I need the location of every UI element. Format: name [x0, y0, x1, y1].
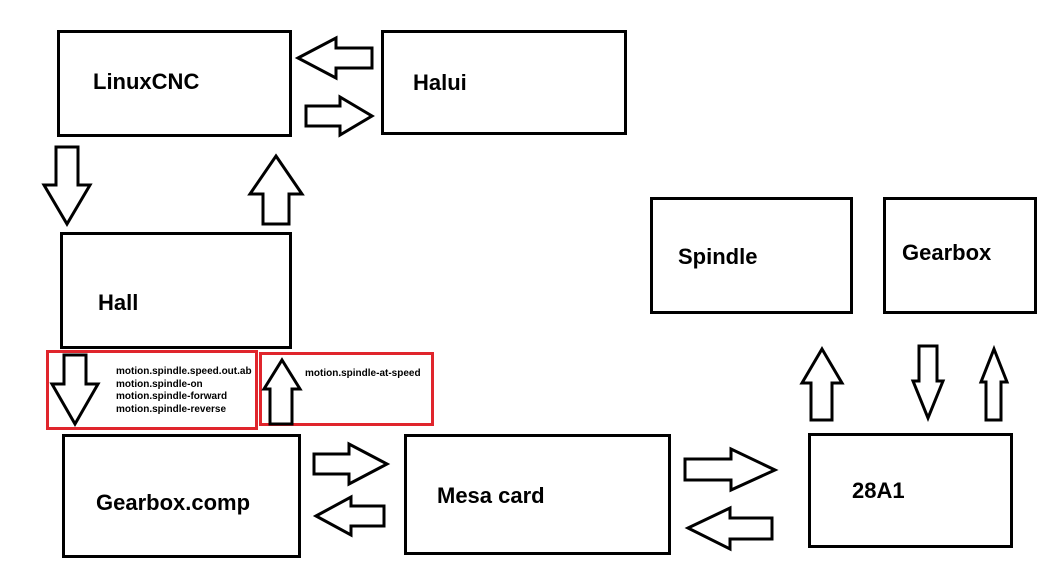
arrow-right-linuxcnc-to-halui: [304, 94, 375, 138]
arrow-up-28a1-to-gearbox: [978, 344, 1010, 422]
signals-out-box: [46, 350, 258, 430]
mesa-card-block: [404, 434, 671, 555]
arrow-up-hall-to-linuxcnc: [247, 153, 305, 226]
signal-spindle-reverse: motion.spindle-reverse: [116, 403, 227, 415]
arrow-up-28a1-to-spindle: [799, 346, 845, 422]
arrow-down-linuxcnc-to-hall: [41, 145, 93, 227]
signals-out-text: motion.spindle.speed.out.ab motion.spind…: [116, 366, 252, 416]
signal-spindle-forward: motion.spindle-forward: [116, 391, 228, 402]
spindle-label: Spindle: [678, 244, 758, 269]
arrow-down-gearbox-to-28a1: [910, 344, 946, 422]
unit-28a1-label: 28A1: [852, 478, 905, 503]
unit-28a1-block: [808, 433, 1013, 548]
arrow-down-hall-to-gearbox-comp: [49, 353, 101, 428]
arrow-up-gearbox-comp-to-hall: [261, 357, 303, 426]
halui-block: [381, 30, 627, 135]
hall-label: Hall: [98, 290, 139, 315]
gearbox-comp-block: [62, 434, 301, 558]
linuxcnc-block: [57, 30, 292, 137]
gearbox-block: [883, 197, 1037, 314]
gearbox-label: Gearbox: [902, 240, 992, 265]
spindle-block: [650, 197, 853, 314]
mesa-card-label: Mesa card: [437, 483, 545, 508]
halui-label: Halui: [413, 70, 467, 95]
arrow-left-28a1-to-mesa: [684, 505, 774, 552]
arrow-left-mesa-to-gearbox-comp: [312, 494, 386, 538]
arrow-left-halui-to-linuxcnc: [294, 35, 374, 81]
linuxcnc-label: LinuxCNC: [93, 69, 200, 94]
signal-speed-out: motion.spindle.speed.out.ab: [116, 366, 252, 377]
signal-spindle-on: motion.spindle-on: [116, 378, 203, 390]
signals-in-box: [259, 352, 434, 426]
hall-block: [60, 232, 292, 349]
arrow-right-mesa-to-28a1: [683, 446, 779, 493]
arrow-right-gearbox-comp-to-mesa: [312, 441, 391, 487]
gearbox-comp-label: Gearbox.comp: [96, 490, 251, 515]
signal-at-speed: motion.spindle-at-speed: [305, 368, 421, 379]
